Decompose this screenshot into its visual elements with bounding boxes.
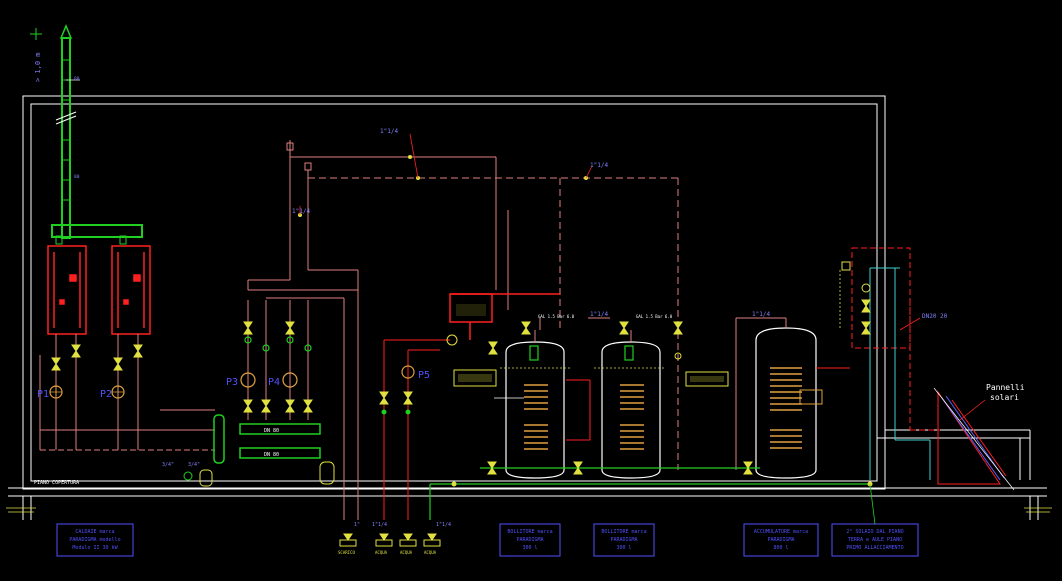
building-outline — [22, 95, 1031, 490]
boiler-piping — [39, 334, 215, 451]
pump-p5 — [401, 365, 415, 379]
hot-water-tank-2 — [594, 341, 666, 479]
solar-panel-label-2: solari — [990, 393, 1019, 402]
caption-tank1-line1: BOLLITORE marca — [507, 529, 552, 535]
main-distribution-lines — [286, 140, 679, 470]
solar-circuit — [851, 247, 940, 431]
pipe-markers — [298, 155, 588, 217]
pipe-label-mid-left: 1"1/4 — [292, 208, 310, 215]
caption-boilers-line1: CALDAIE marca — [75, 529, 114, 535]
cold-water-lines — [429, 467, 870, 520]
tank2-valve-label: GAL 1.5 Bar 6.0 — [636, 314, 673, 319]
caption-tank1-line3: 300 l — [522, 545, 537, 551]
floor-pipe-label-b: 1"1/4 — [372, 522, 387, 528]
tank-connections — [534, 317, 850, 470]
solar-supply-line — [869, 267, 931, 480]
caption-boilers-line3: Modulo II 30 kW — [72, 545, 118, 551]
floor-label: PIANO COPERTURA — [34, 480, 79, 486]
expansion-vessels — [183, 461, 335, 487]
caption-box-tank1: BOLLITORE marca PARADIGMA 300 l — [499, 523, 561, 557]
hot-water-tank-1 — [494, 341, 570, 479]
floor-drains — [339, 533, 441, 547]
control-unit-text — [456, 304, 486, 316]
solar-panels — [933, 387, 1015, 491]
pump-label-p1: P1 — [37, 389, 49, 400]
pump-group-valves — [243, 321, 313, 413]
caption-tank2-line1: BOLLITORE marca — [601, 529, 646, 535]
caption-tank2-line3: 300 l — [616, 545, 631, 551]
drain-label-4: ACQUA — [424, 550, 437, 555]
caption-tank3-line2: PARADIGMA — [767, 537, 794, 543]
caption-box-tank3: ACCUMULATORE marca PARADIGMA 800 l — [743, 523, 819, 557]
pump-p3-p4 — [240, 336, 312, 388]
floor-pipe-label-a: 1" — [354, 522, 360, 528]
pump-label-p3: P3 — [226, 377, 238, 388]
hydraulic-collector — [213, 414, 321, 464]
floor-slab — [8, 487, 1047, 520]
puffer-tank-3 — [755, 327, 823, 479]
caption-boilers-line2: PARADIGMA modello — [69, 537, 120, 543]
flue-dimension-b: 80 — [74, 174, 80, 180]
caption-tank2-line2: PARADIGMA — [610, 537, 637, 543]
floor-drain-valves — [451, 461, 873, 487]
chimney-flue: > 1,0 m 80 80 — [30, 24, 143, 245]
hz-label-a: 3/4" — [162, 462, 174, 468]
drain-label-3: ACQUA — [400, 550, 413, 555]
solar-valves — [841, 261, 871, 335]
flue-dimension-a: 80 — [74, 76, 80, 82]
caption-tank1-line2: PARADIGMA — [516, 537, 543, 543]
boiler-pumps — [49, 385, 125, 399]
collector-label-b: DN 80 — [264, 452, 279, 458]
boiler-valves — [51, 344, 143, 371]
floor-hatch-left — [6, 507, 1052, 513]
cad-drawing-canvas[interactable]: PIANO COPERTURA > 1,0 m 80 80 — [0, 0, 1055, 573]
caption-box-boilers: CALDAIE marca PARADIGMA modello Modulo I… — [56, 523, 134, 557]
pipe-label-solar: DN20 20 — [922, 313, 948, 320]
tag-box-sensor — [685, 371, 729, 387]
caption-tank3-line3: 800 l — [773, 545, 788, 551]
hz-label-b: 3/4" — [188, 462, 200, 468]
chimney-height-label: > 1,0 m — [34, 52, 42, 82]
floor-pipe-label-c: 1"1/4 — [436, 522, 451, 528]
caption-floor-line3: PRIMO ALLACCIAMENTO — [846, 545, 903, 551]
p5-valves — [379, 391, 413, 415]
heating-system-schematic: PIANO COPERTURA > 1,0 m 80 80 — [6, 24, 1052, 557]
control-unit — [449, 293, 560, 340]
pipe-label-top-right: 1"1/4 — [590, 162, 608, 169]
caption-floor-line1: 2° SOLAIO DAL PIANO — [846, 529, 903, 535]
drain-label-2: ACQUA — [375, 550, 388, 555]
caption-floor-leader — [869, 483, 876, 525]
boiler-2 — [111, 245, 151, 335]
pipe-label-tank3-top: 1"1/4 — [752, 311, 770, 318]
tank1-valve-label: GAL 1.5 Bar 6.0 — [538, 314, 575, 319]
tank-safety-valves — [488, 321, 683, 360]
drain-label-1: SCARICO — [338, 550, 355, 555]
pump-group-manifold — [247, 150, 359, 520]
pump-label-p5: P5 — [418, 370, 430, 381]
tag-box-thermostat — [453, 369, 497, 387]
caption-box-tank2: BOLLITORE marca PARADIGMA 300 l — [593, 523, 655, 557]
pump-label-p2: P2 — [100, 389, 112, 400]
caption-box-floor: 2° SOLAIO DAL PIANO TERRA e AULE PIANO P… — [831, 523, 919, 557]
pipe-label-leaders — [299, 133, 593, 215]
caption-tank3-line1: ACCUMULATORE marca — [754, 529, 808, 535]
boiler-1 — [47, 245, 87, 335]
pump-label-p4: P4 — [268, 377, 280, 388]
caption-floor-line2: TERRA e AULE PIANO — [848, 537, 902, 543]
pipe-label-tank2-top: 1"1/4 — [590, 311, 608, 318]
collector-label-a: DN 80 — [264, 428, 279, 434]
pipe-label-top-left: 1"1/4 — [380, 128, 398, 135]
solar-panel-label-1: Pannelli — [986, 383, 1025, 392]
pump-p5-line — [383, 334, 458, 520]
